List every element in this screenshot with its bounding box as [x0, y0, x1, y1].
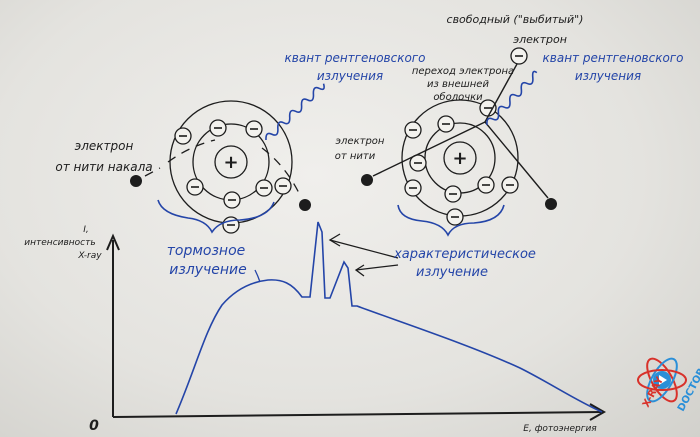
arrow-to-peak-2 — [355, 264, 399, 271]
right-brace — [397, 204, 505, 237]
bremsstrahlung-label-1: тормозное — [167, 243, 246, 259]
right-electron-signs — [409, 55, 523, 218]
arrow-head-icon — [328, 233, 341, 247]
electron-left-label-1: электрон — [75, 139, 134, 153]
logo-text-1: X-RAY — [641, 375, 666, 410]
characteristic-label-2: излучение — [416, 265, 488, 280]
decelerated-electron-dot — [299, 199, 311, 211]
transition-label-3: оболочки — [433, 91, 483, 103]
left-electron-signs — [179, 127, 287, 226]
free-electron-label-2: электрон — [513, 33, 567, 46]
right-nucleus-sign: + — [452, 148, 467, 169]
xray-doctor-logo: X-RAY DOCTOR — [637, 357, 700, 413]
quantum-left-label-1: квант рентгеновского — [285, 51, 426, 65]
free-electron-label: свободный ("выбитый") — [447, 13, 584, 26]
quantum-right-label-2: излучения — [575, 69, 641, 83]
free-electron-path — [484, 63, 518, 123]
y-axis-label-2: интенсивность — [24, 238, 95, 248]
quantum-left-label-2: излучения — [317, 69, 383, 83]
incoming-electron-left-dot — [130, 175, 142, 187]
arrow-head-icon — [354, 264, 365, 277]
left-nucleus-sign: + — [223, 152, 238, 173]
scattered-electron-dot — [545, 198, 557, 210]
left-electron-trajectory — [144, 139, 301, 196]
incoming-electron-right-dot — [361, 174, 373, 186]
left-xray-quantum-wave — [265, 83, 325, 141]
electron-right-label-1: электрон — [336, 136, 385, 147]
x-axis-line — [112, 411, 603, 418]
transition-label-1: переход электрона — [412, 66, 514, 77]
bremsstrahlung-label-2: излучение — [169, 262, 247, 278]
quantum-right-label-1: квант рентгеновского — [543, 51, 684, 65]
right-atom-nucleus-ring — [443, 141, 477, 175]
right-xray-quantum-wave — [486, 70, 538, 126]
left-atom-electrons — [174, 119, 292, 234]
x-axis-arrow-icon — [589, 403, 607, 421]
transition-label-2: из внешней — [427, 79, 489, 90]
y-axis-arrow-icon — [106, 233, 120, 251]
left-atom-nucleus-ring — [214, 145, 248, 179]
arrow-to-peak-1 — [329, 239, 399, 259]
spectrum-curve — [175, 221, 603, 415]
characteristic-label-1: характеристическое — [393, 247, 536, 262]
origin-label: 0 — [89, 418, 99, 434]
left-brace — [157, 199, 275, 234]
y-axis-label-3: X-ray — [77, 251, 102, 261]
arrow-to-brems — [254, 269, 261, 283]
electron-left-label-2: от нити накала — [55, 160, 152, 174]
y-axis-label-1: I, — [83, 225, 89, 235]
x-axis-label: E, фотоэнергия — [523, 424, 597, 434]
electron-right-label-2: от нити — [335, 151, 376, 162]
